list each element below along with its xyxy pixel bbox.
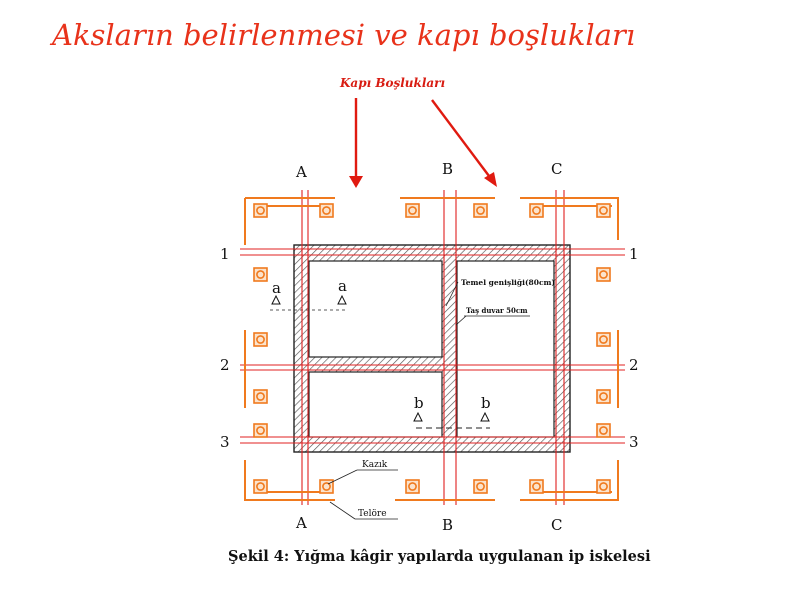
batter-board-top-left [244,197,335,245]
drawing-notes: Temel genişliği(80cm) Taş duvar 50cm [445,278,555,326]
stake [253,267,268,282]
stake [596,332,611,347]
stake [596,423,611,438]
axis-label-top-A: A [295,163,307,181]
wall-thickness-leader [455,315,467,326]
figure-caption: Şekil 4: Yığma kâgir yapılarda uygulanan… [228,548,651,565]
door-openings-label: Kapı Boşlukları [340,76,446,90]
room-right [456,260,555,438]
door-opening-arrows [349,98,497,188]
section-triangle-a-left [271,294,281,305]
row-label-right-1: 1 [629,245,639,263]
stake [473,203,488,218]
stake [319,203,334,218]
section-triangle-b-left [413,411,423,422]
stake [253,389,268,404]
stake [596,267,611,282]
section-mark-a-left: a [272,279,281,297]
drawing-tags: Kazık Telöre [327,460,398,520]
section-marks: a a b b [271,277,491,422]
axis-label-bottom-A: A [295,514,307,532]
stake [405,479,420,494]
stake [253,423,268,438]
slide-title: Aksların belirlenmesi ve kapı boşlukları [52,18,636,52]
section-triangle-b-right [480,411,490,422]
arrow-right-head [484,172,497,187]
stake [319,479,334,494]
stake-tag-leader [327,469,358,485]
section-mark-b-right: b [481,394,491,412]
stake [253,332,268,347]
arrow-left-head [349,176,363,188]
building-walls [293,244,571,453]
axis-label-bottom-C: C [551,516,562,534]
axis-label-top-B: B [442,160,453,178]
axis-label-top-C: C [551,160,562,178]
row-label-right-2: 2 [629,356,639,374]
batter-board-top-right [520,197,619,240]
foundation-width-leader [445,281,459,307]
stake [253,479,268,494]
wall-thickness-note: Taş duvar 50cm [466,306,528,315]
stake [596,203,611,218]
axis-label-bottom-B: B [442,516,453,534]
batter-board-bottom-right [520,460,619,501]
row-label-left-3: 3 [220,433,230,451]
stake [529,479,544,494]
batter-board-tag: Telöre [358,509,387,519]
row-label-left-2: 2 [220,356,230,374]
section-triangle-a-right [337,294,347,305]
axis-labels: A B C A B C 1 2 3 1 2 3 [220,160,639,534]
axis-lines [240,190,625,505]
stake [473,479,488,494]
stake [529,203,544,218]
stake [405,203,420,218]
stake [596,389,611,404]
section-mark-a-right: a [338,277,347,295]
batter-board-bottom-left [244,460,335,501]
row-label-left-1: 1 [220,245,230,263]
room-bottom-left [308,371,443,438]
stake [253,203,268,218]
arrow-right [431,99,493,181]
batter-board-tag-leader [329,501,356,520]
row-label-right-3: 3 [629,433,639,451]
stake-tag: Kazık [362,460,388,470]
foundation-width-note: Temel genişliği(80cm) [461,278,555,287]
stake [596,479,611,494]
section-mark-b-left: b [414,394,424,412]
room-top-left [308,260,443,358]
stakes [253,203,611,494]
